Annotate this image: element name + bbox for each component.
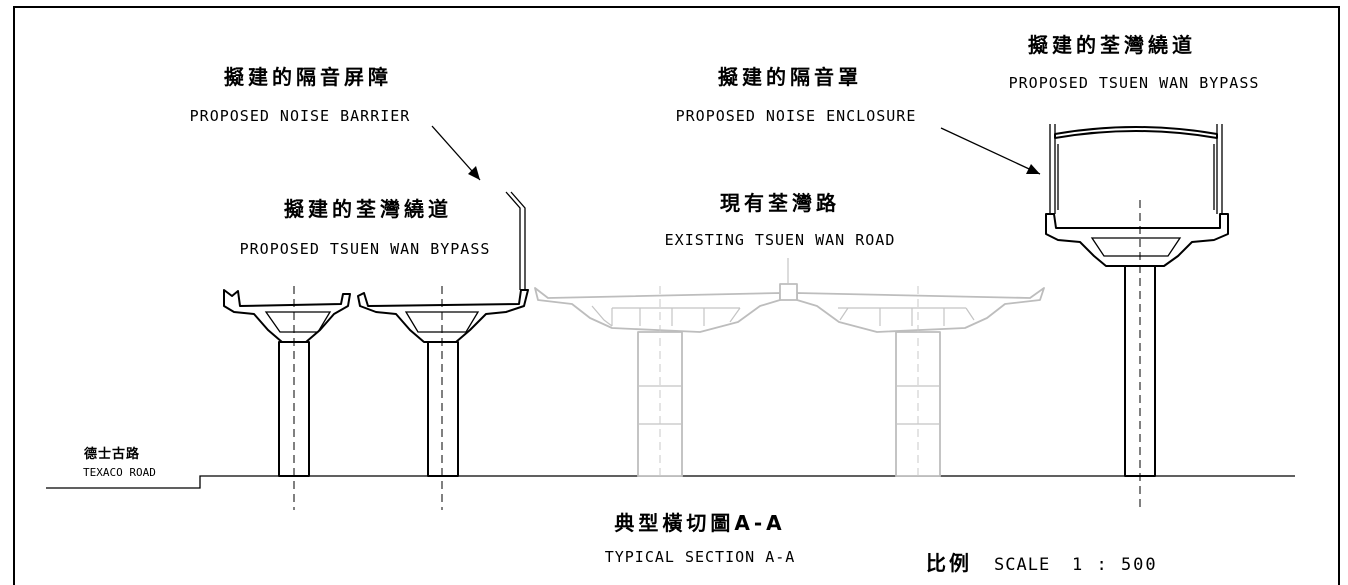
texaco-label-en: TEXACO ROAD xyxy=(83,466,156,479)
bypass-left-label-en: PROPOSED TSUEN WAN BYPASS xyxy=(240,240,491,258)
existing-deck-left xyxy=(534,287,781,333)
noise-barrier xyxy=(505,191,526,290)
section-title-zh: 典型橫切圖A-A xyxy=(614,511,785,535)
texaco-label-zh: 德士古路 xyxy=(84,446,140,462)
bypass-right-structure xyxy=(1045,124,1229,510)
enclosure-panels xyxy=(1057,144,1215,210)
existing-road-structure xyxy=(534,258,1045,477)
scale-label-en: SCALE xyxy=(994,555,1050,575)
enclosure-label-zh: 擬建的隔音罩 xyxy=(718,65,862,89)
enclosure-leader xyxy=(940,127,1041,175)
deck-a-section xyxy=(223,289,351,343)
existing-label-en: EXISTING TSUEN WAN ROAD xyxy=(665,231,896,249)
bypass-right-box xyxy=(1090,237,1182,257)
bypass-left-label-zh: 擬建的荃灣繞道 xyxy=(284,197,452,221)
barrier-label-zh: 擬建的隔音屏障 xyxy=(224,65,392,89)
deck-a-box xyxy=(264,311,332,333)
enclosure-label-en: PROPOSED NOISE ENCLOSURE xyxy=(676,107,917,125)
deck-b-section xyxy=(357,289,529,343)
pier-b xyxy=(427,341,459,477)
scale-value: 1 : 500 xyxy=(1072,555,1158,575)
ground-line xyxy=(46,475,1295,489)
existing-label-zh: 現有荃灣路 xyxy=(720,191,840,215)
enclosure-walls xyxy=(1049,124,1223,214)
section-title-en: TYPICAL SECTION A-A xyxy=(605,548,796,566)
existing-median xyxy=(779,283,798,301)
bypass-left-deck-a xyxy=(223,286,351,510)
bypass-right-label-en: PROPOSED TSUEN WAN BYPASS xyxy=(1009,74,1260,92)
barrier-arrowhead xyxy=(468,166,480,180)
enclosure-arrowhead xyxy=(1026,164,1040,174)
bypass-right-deck xyxy=(1045,213,1229,267)
scale-label-zh: 比例 xyxy=(926,551,972,575)
deck-b-box xyxy=(404,311,480,333)
existing-deck-left-cells xyxy=(591,305,741,327)
existing-deck-right-cells xyxy=(838,307,975,326)
existing-deck-right xyxy=(796,287,1045,333)
barrier-label-en: PROPOSED NOISE BARRIER xyxy=(190,107,411,125)
enclosure-roof xyxy=(1054,126,1218,139)
sheet-border xyxy=(13,6,1340,585)
bypass-left-deck-b xyxy=(357,191,529,510)
bypass-right-label-zh: 擬建的荃灣繞道 xyxy=(1028,33,1196,57)
